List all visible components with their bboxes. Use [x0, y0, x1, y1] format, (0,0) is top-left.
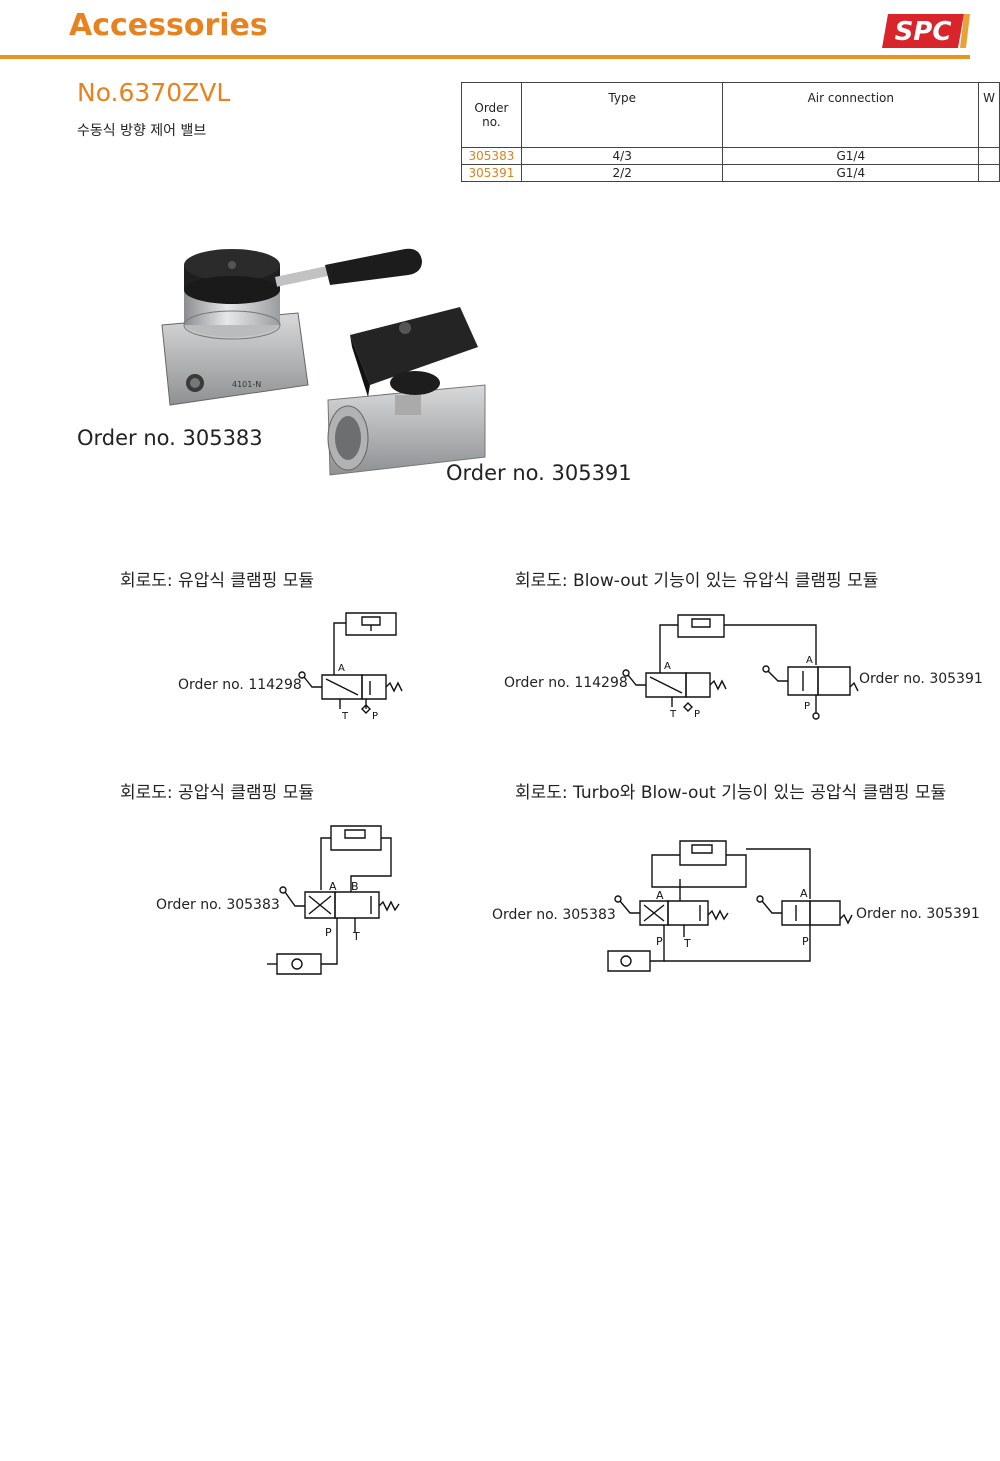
diagram-title-hydraulic-blowout: 회로도: Blow-out 기능이 있는 유압식 클램핑 모듈: [515, 571, 879, 591]
order-no-cell: 305391: [461, 164, 522, 182]
diagram-label: Order no. 305383: [492, 907, 616, 923]
port-label: A: [329, 880, 337, 893]
product-subtitle: 수동식 방향 제어 밸브: [77, 123, 207, 139]
circuit-diagram-hydraulic: A T P: [290, 605, 410, 720]
port-label: P: [694, 709, 700, 720]
column-header-type: Type: [520, 82, 724, 148]
port-label: T: [352, 930, 360, 943]
port-label: T: [341, 711, 349, 720]
valve-305391-image: [328, 307, 485, 475]
port-label: B: [351, 880, 359, 893]
w-cell: [978, 164, 1000, 182]
port-label: P: [656, 935, 663, 948]
port-label: A: [800, 887, 808, 900]
table-row: 305391 2/2 G1/4: [461, 164, 1000, 182]
port-label: A: [664, 661, 671, 672]
port-label: A: [338, 663, 345, 674]
valve-305383-image: 4101-N: [162, 248, 422, 405]
logo-text: SPC: [895, 17, 952, 47]
type-cell: 2/2: [520, 164, 724, 182]
circuit-diagram-hydraulic-blowout: A A T P P: [620, 605, 860, 720]
port-label: T: [683, 937, 691, 950]
port-label: A: [656, 889, 664, 902]
diagram-label: Order no. 305391: [856, 906, 980, 922]
page-header-title: Accessories: [69, 8, 268, 43]
diagram-label: Order no. 305391: [859, 671, 983, 687]
photo-label-305383: Order no. 305383: [77, 426, 263, 450]
diagram-title-hydraulic: 회로도: 유압식 클램핑 모듈: [120, 571, 314, 591]
air-connection-cell: G1/4: [722, 164, 980, 182]
order-no-cell: 305383: [461, 147, 522, 165]
spc-logo: SPC: [882, 14, 970, 48]
header-divider: [0, 55, 970, 59]
port-label: P: [802, 935, 809, 948]
circuit-diagram-pneumatic: A B P T: [265, 820, 410, 980]
column-header-order-no: Order no.: [461, 82, 522, 148]
type-cell: 4/3: [520, 147, 724, 165]
column-header-w: W: [978, 82, 1000, 148]
diagram-label: Order no. 305383: [156, 897, 280, 913]
table-header-row: Order no. Type Air connection W: [461, 82, 1000, 148]
diagram-title-pneumatic: 회로도: 공압식 클램핑 모듈: [120, 783, 314, 803]
air-connection-cell: G1/4: [722, 147, 980, 165]
diagram-label: Order no. 114298: [504, 675, 628, 691]
photo-label-305391: Order no. 305391: [446, 461, 632, 485]
port-label: A: [806, 655, 813, 666]
table-row: 305383 4/3 G1/4: [461, 147, 1000, 165]
spec-table: Order no. Type Air connection W 305383 4…: [461, 82, 1000, 182]
valve-marking: 4101-N: [232, 380, 261, 389]
product-number: No.6370ZVL: [77, 78, 231, 107]
port-label: P: [804, 701, 810, 712]
product-photo: 4101-N: [140, 248, 500, 495]
diagram-title-pneumatic-turbo-blowout: 회로도: Turbo와 Blow-out 기능이 있는 공압식 클램핑 모듈: [515, 783, 947, 803]
w-cell: [978, 147, 1000, 165]
port-label: P: [372, 711, 378, 720]
circuit-diagram-pneumatic-turbo-blowout: A A P T P: [600, 835, 855, 975]
column-header-air-connection: Air connection: [722, 82, 980, 148]
diagram-label: Order no. 114298: [178, 677, 302, 693]
port-label: T: [669, 709, 677, 720]
port-label: P: [325, 926, 332, 939]
